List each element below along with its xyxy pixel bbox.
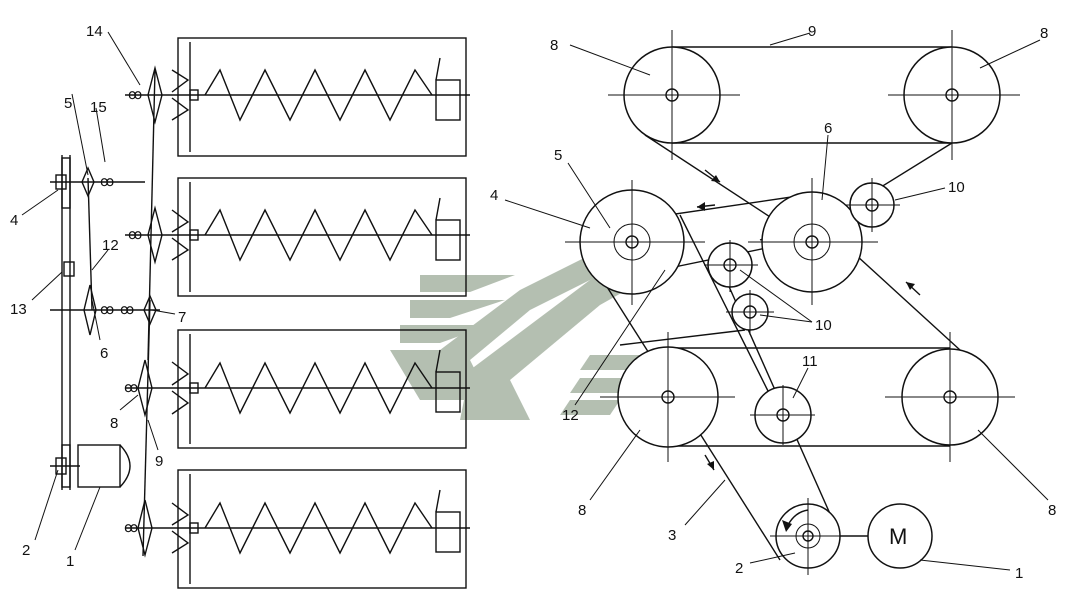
label-r4: 4 bbox=[490, 187, 498, 204]
label-9: 9 bbox=[155, 453, 163, 470]
label-12: 12 bbox=[102, 237, 119, 254]
label-r12: 12 bbox=[562, 407, 579, 424]
pulley-6 bbox=[748, 178, 878, 305]
svg-text:ꝏ: ꝏ bbox=[124, 519, 138, 535]
label-r1: 1 bbox=[1015, 565, 1023, 582]
label-2: 2 bbox=[22, 542, 30, 559]
screw-conveyor-4 bbox=[177, 469, 470, 589]
label-15: 15 bbox=[90, 99, 107, 116]
svg-text:ꝏ: ꝏ bbox=[124, 379, 138, 395]
pulley-8-top-right bbox=[888, 30, 1020, 160]
motor-label: M bbox=[889, 524, 907, 549]
belt-direction-arrows bbox=[696, 169, 921, 471]
belt-drive-schematic: M bbox=[490, 23, 1056, 582]
conveyor-input-shafts: ꝏ ꝏ ꝏ ꝏ bbox=[124, 65, 200, 558]
left-labels: 1 2 4 5 6 7 8 9 12 13 14 15 bbox=[10, 23, 186, 570]
label-r5: 5 bbox=[554, 147, 562, 164]
label-7: 7 bbox=[178, 309, 186, 326]
label-r10-top: 10 bbox=[948, 179, 965, 196]
label-6: 6 bbox=[100, 345, 108, 362]
label-r8-top-right: 8 bbox=[1040, 25, 1048, 42]
idler-10-mid bbox=[704, 240, 758, 292]
label-r9: 9 bbox=[808, 23, 816, 40]
conveyor-assembly: ꝏ ꝏ ꝏ ꝏ ꝏ ꝏ ꝏ bbox=[10, 23, 470, 589]
label-r11: 11 bbox=[802, 353, 818, 370]
label-r2: 2 bbox=[735, 560, 743, 577]
label-4: 4 bbox=[10, 212, 18, 229]
idler-10-low bbox=[726, 290, 774, 335]
left-leader-lines bbox=[21, 31, 176, 551]
label-r8-top-left: 8 bbox=[550, 37, 558, 54]
intermediate-shafts: ꝏ ꝏ ꝏ bbox=[50, 157, 160, 336]
label-1: 1 bbox=[66, 553, 74, 570]
label-r6: 6 bbox=[824, 120, 832, 137]
svg-text:ꝏ: ꝏ bbox=[128, 86, 142, 102]
right-labels: 8 8 9 6 5 4 10 10 11 12 8 8 3 2 1 bbox=[490, 23, 1056, 582]
pulley-8-bottom-left bbox=[600, 332, 735, 462]
label-r8-bottom-left: 8 bbox=[578, 502, 586, 519]
motor-1: M bbox=[867, 503, 933, 569]
label-r3: 3 bbox=[668, 527, 676, 544]
svg-text:ꝏ: ꝏ bbox=[100, 173, 114, 189]
pulley-8-top-left bbox=[608, 30, 740, 160]
motor-unit bbox=[50, 444, 131, 488]
drive-pulley-2 bbox=[770, 498, 848, 575]
label-r10-mid: 10 bbox=[815, 317, 832, 334]
svg-text:ꝏ: ꝏ bbox=[120, 301, 134, 317]
label-5: 5 bbox=[64, 95, 72, 112]
label-13: 13 bbox=[10, 301, 27, 318]
pulley-5 bbox=[565, 180, 705, 305]
svg-text:ꝏ: ꝏ bbox=[100, 301, 114, 317]
tensioner-11 bbox=[750, 385, 815, 445]
label-8: 8 bbox=[110, 415, 118, 432]
label-r8-bottom-right: 8 bbox=[1048, 502, 1056, 519]
idler-10-top bbox=[845, 178, 900, 232]
svg-text:ꝏ: ꝏ bbox=[128, 226, 142, 242]
label-14: 14 bbox=[86, 23, 103, 40]
screw-conveyor-1 bbox=[177, 37, 470, 157]
right-leader-lines bbox=[504, 32, 1049, 571]
pulley-8-bottom-right bbox=[885, 332, 1015, 462]
